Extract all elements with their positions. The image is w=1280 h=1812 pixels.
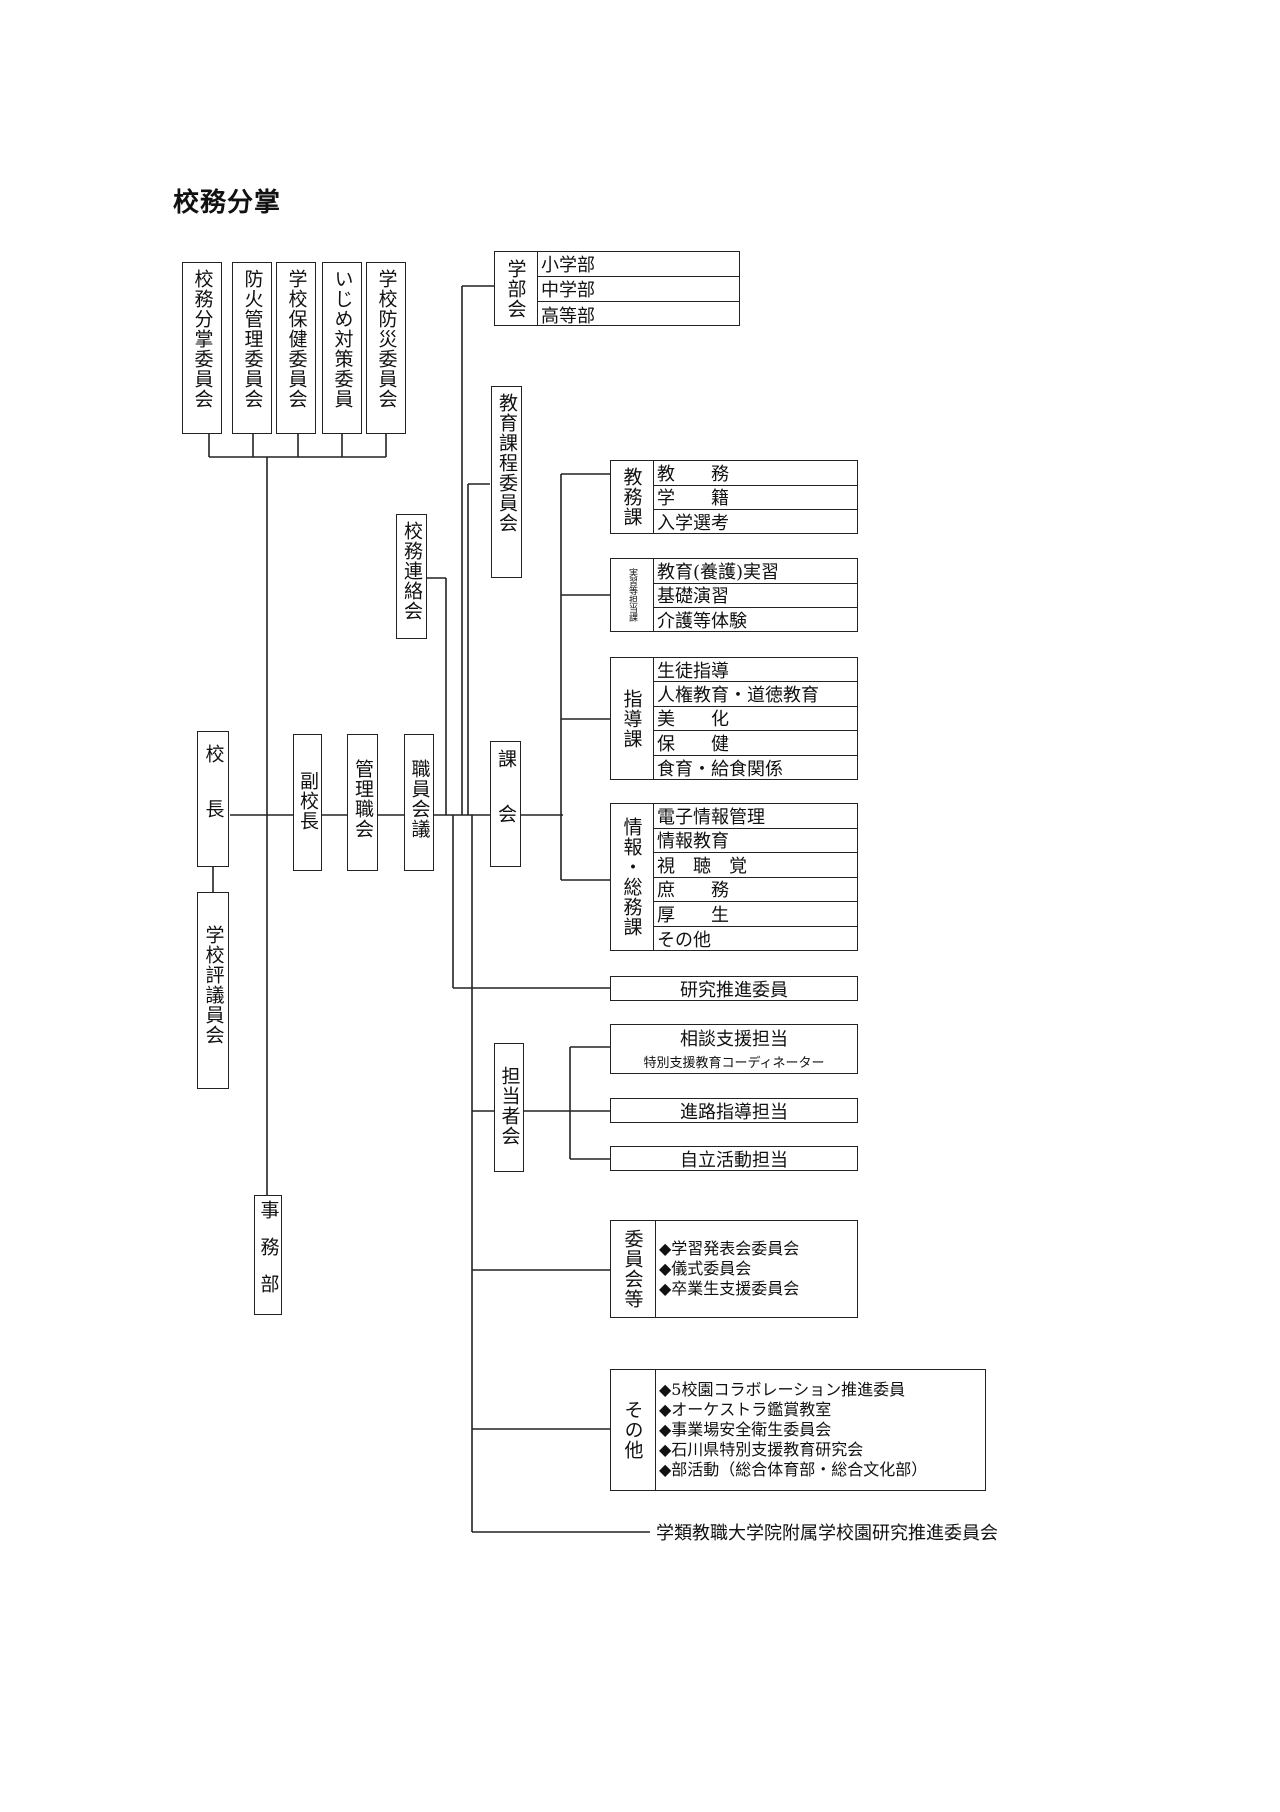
committees-group: 委員会等 ◆学習発表会委員会 ◆儀式委員会 ◆卒業生支援委員会 (610, 1220, 858, 1318)
division-label: 実習等担当課 (627, 568, 637, 622)
committee-box-disaster: 学校防災委員会 (366, 262, 406, 434)
vice-principal-box: 副校長 (293, 734, 322, 871)
gakubukai-items: 小学部 中学部 高等部 (537, 252, 739, 327)
gakubukai-item: 中学部 (537, 277, 739, 302)
division-item: 教育(養護)実習 (653, 559, 857, 584)
staff-meeting-label: 職員会議 (408, 759, 431, 839)
division-item: 情報教育 (653, 829, 857, 853)
division-info-general: 情報・総務課 電子情報管理 情報教育 視 聴 覚 庶 務 厚 生 その他 (610, 803, 858, 951)
section-meeting-label: 課会 (495, 749, 517, 859)
division-guidance: 指導課 生徒指導 人権教育・道徳教育 美 化 保 健 食育・給食関係 (610, 657, 858, 780)
staff-meeting-box: 職員会議 (404, 734, 434, 871)
division-item: 学 籍 (653, 486, 857, 511)
division-items: 教 務 学 籍 入学選考 (653, 461, 857, 535)
committees-label-cell: 委員会等 (611, 1221, 656, 1317)
committees-label: 委員会等 (621, 1229, 644, 1309)
independence-label: 自立活動担当 (680, 1149, 788, 1171)
committee-box-fire: 防火管理委員会 (232, 262, 272, 434)
division-item: 教 務 (653, 461, 857, 486)
division-item: 介護等体験 (657, 611, 747, 633)
curriculum-committee-box: 教育課程委員会 (491, 386, 522, 578)
division-label: 教務課 (620, 467, 643, 527)
division-label-cell: 実習等担当課 (611, 559, 654, 631)
committee-label: いじめ対策委員 (331, 269, 354, 409)
gakubukai-label-cell: 学部会 (495, 252, 538, 325)
gakubukai-label: 学部会 (504, 258, 527, 319)
others-label: その他 (621, 1400, 644, 1460)
division-items: 生徒指導 人権教育・道徳教育 美 化 保 健 食育・給食関係 (653, 658, 857, 780)
principal-label: 校長 (202, 744, 225, 854)
division-label-cell: 指導課 (611, 658, 654, 779)
career-box: 進路指導担当 (610, 1098, 858, 1123)
page-title: 校務分掌 (173, 188, 282, 218)
division-item: 視 聴 覚 (653, 853, 857, 878)
university-committee-label: 学類教職大学院附属学校園研究推進委員会 (656, 1523, 998, 1544)
division-item: 生徒指導 (653, 658, 857, 683)
division-item: 庶 務 (653, 878, 857, 902)
others-item: ◆事業場安全衛生委員会 (659, 1420, 832, 1439)
committee-label: 防火管理委員会 (241, 269, 264, 409)
others-item: ◆部活動（総合体育部・総合文化部） (659, 1460, 928, 1479)
management-label: 管理職会 (352, 759, 374, 839)
others-item: ◆5校園コラボレーション推進委員 (659, 1380, 906, 1399)
management-box: 管理職会 (347, 734, 378, 871)
section-meeting-box: 課会 (490, 741, 521, 867)
committee-label: 校務分掌委員会 (191, 269, 214, 409)
committee-box-anti-bullying: いじめ対策委員 (322, 262, 362, 434)
division-item: 美 化 (653, 707, 857, 732)
research-promotion-label: 研究推進委員 (680, 979, 788, 1001)
division-items: 電子情報管理 情報教育 視 聴 覚 庶 務 厚 生 その他 (653, 804, 857, 951)
office-label: 事務部 (257, 1199, 280, 1311)
division-item: その他 (657, 929, 711, 951)
committee-label: 学校防災委員会 (375, 269, 398, 409)
principal-box: 校長 (197, 731, 229, 867)
council-label: 学校評議員会 (202, 925, 225, 1045)
tantousha-label: 担当者会 (498, 1066, 521, 1146)
committee-item: ◆儀式委員会 (659, 1259, 752, 1278)
others-group: その他 ◆5校園コラボレーション推進委員 ◆オーケストラ鑑賞教室 ◆事業場安全衛… (610, 1369, 986, 1491)
others-item: ◆オーケストラ鑑賞教室 (659, 1400, 832, 1419)
liaison-label: 校務連絡会 (401, 521, 423, 621)
research-promotion-box: 研究推進委員 (610, 976, 858, 1001)
division-item: 保 健 (653, 731, 857, 756)
others-label-cell: その他 (611, 1370, 656, 1490)
others-item: ◆石川県特別支援教育研究会 (659, 1440, 864, 1459)
independence-box: 自立活動担当 (610, 1146, 858, 1171)
career-label: 進路指導担当 (680, 1101, 788, 1123)
consult-box: 相談支援担当 特別支援教育コーディネーター (610, 1024, 858, 1074)
gakubukai-item: 小学部 (537, 252, 739, 277)
division-item: 電子情報管理 (653, 804, 857, 829)
division-label: 情報・総務課 (620, 817, 643, 937)
others-items: ◆5校園コラボレーション推進委員 ◆オーケストラ鑑賞教室 ◆事業場安全衛生委員会… (655, 1370, 985, 1490)
curriculum-committee-label: 教育課程委員会 (496, 393, 518, 533)
committee-label: 学校保健委員会 (285, 269, 308, 409)
division-label-cell: 情報・総務課 (611, 804, 654, 950)
gakubukai-group: 学部会 小学部 中学部 高等部 (494, 251, 740, 327)
committee-item: ◆学習発表会委員会 (659, 1239, 800, 1258)
tantousha-box: 担当者会 (494, 1043, 524, 1172)
division-practicum: 実習等担当課 教育(養護)実習 基礎演習 介護等体験 (610, 558, 858, 632)
division-label: 指導課 (620, 688, 643, 749)
committees-items: ◆学習発表会委員会 ◆儀式委員会 ◆卒業生支援委員会 (655, 1221, 857, 1317)
division-items: 教育(養護)実習 基礎演習 介護等体験 (653, 559, 857, 633)
division-item: 厚 生 (653, 902, 857, 927)
division-item: 基礎演習 (653, 584, 857, 609)
division-kyoumu: 教務課 教 務 学 籍 入学選考 (610, 460, 858, 534)
vice-principal-label: 副校長 (297, 771, 319, 831)
office-box: 事務部 (254, 1195, 282, 1315)
committee-box-school-affairs: 校務分掌委員会 (182, 262, 222, 434)
division-label-cell: 教務課 (611, 461, 654, 533)
committee-item: ◆卒業生支援委員会 (659, 1279, 800, 1298)
division-item: 食育・給食関係 (657, 758, 783, 780)
consult-label: 相談支援担当 (680, 1028, 788, 1050)
division-item: 入学選考 (657, 513, 729, 535)
council-box: 学校評議員会 (197, 892, 229, 1089)
liaison-box: 校務連絡会 (396, 514, 427, 639)
committee-box-health: 学校保健委員会 (276, 262, 316, 434)
gakubukai-item: 高等部 (541, 305, 595, 327)
division-item: 人権教育・道徳教育 (653, 682, 857, 707)
coordinator-label: 特別支援教育コーディネーター (643, 1056, 825, 1071)
